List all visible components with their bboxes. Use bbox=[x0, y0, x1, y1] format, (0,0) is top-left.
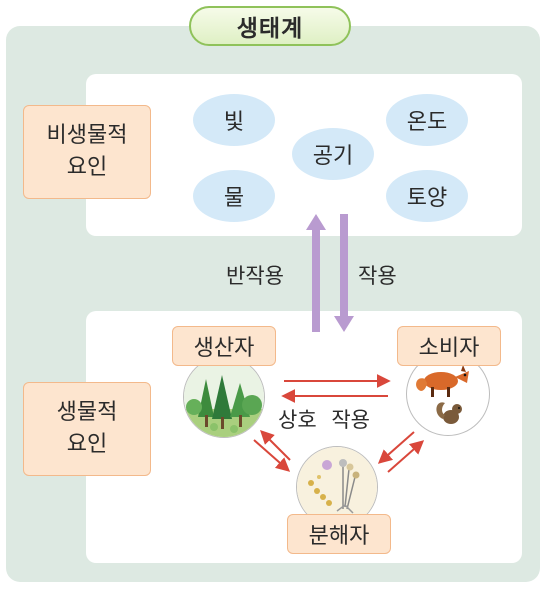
reaction-arrow bbox=[306, 214, 326, 332]
oval-water: 물 bbox=[193, 170, 275, 222]
action-label: 작용 bbox=[358, 264, 397, 288]
fox-icon bbox=[416, 365, 469, 397]
abiotic-factor-label: 비생물적 요인 bbox=[23, 105, 151, 199]
producer-to-decomposer-arrow bbox=[253, 439, 291, 472]
biotic-label-line2: 요인 bbox=[66, 432, 108, 457]
consumer-label: 소비자 bbox=[397, 326, 501, 366]
oval-temperature: 온도 bbox=[386, 94, 468, 146]
action-arrow bbox=[334, 214, 354, 332]
oval-air: 공기 bbox=[292, 128, 374, 180]
oval-soil: 토양 bbox=[386, 170, 468, 222]
consumer-to-decomposer-arrow bbox=[377, 431, 415, 464]
decomposer-to-producer-arrow bbox=[260, 430, 291, 461]
decomposer-to-consumer-arrow bbox=[387, 440, 425, 473]
abiotic-label-line1: 비생물적 bbox=[46, 123, 128, 148]
consumer-circle bbox=[406, 352, 490, 436]
biotic-factor-label: 생물적 요인 bbox=[23, 382, 151, 476]
biotic-label-line1: 생물적 bbox=[56, 400, 118, 425]
oval-light: 빛 bbox=[193, 94, 275, 146]
squirrel-icon bbox=[436, 402, 462, 424]
fungi-icon bbox=[297, 447, 377, 527]
abiotic-label-line2: 요인 bbox=[66, 155, 108, 180]
producer-label: 생산자 bbox=[172, 326, 276, 366]
ecosystem-title: 생태계 bbox=[189, 6, 351, 46]
interaction-label: 상호 작용 bbox=[278, 408, 370, 432]
decomposer-label: 분해자 bbox=[287, 514, 391, 554]
reaction-label: 반작용 bbox=[226, 264, 284, 288]
